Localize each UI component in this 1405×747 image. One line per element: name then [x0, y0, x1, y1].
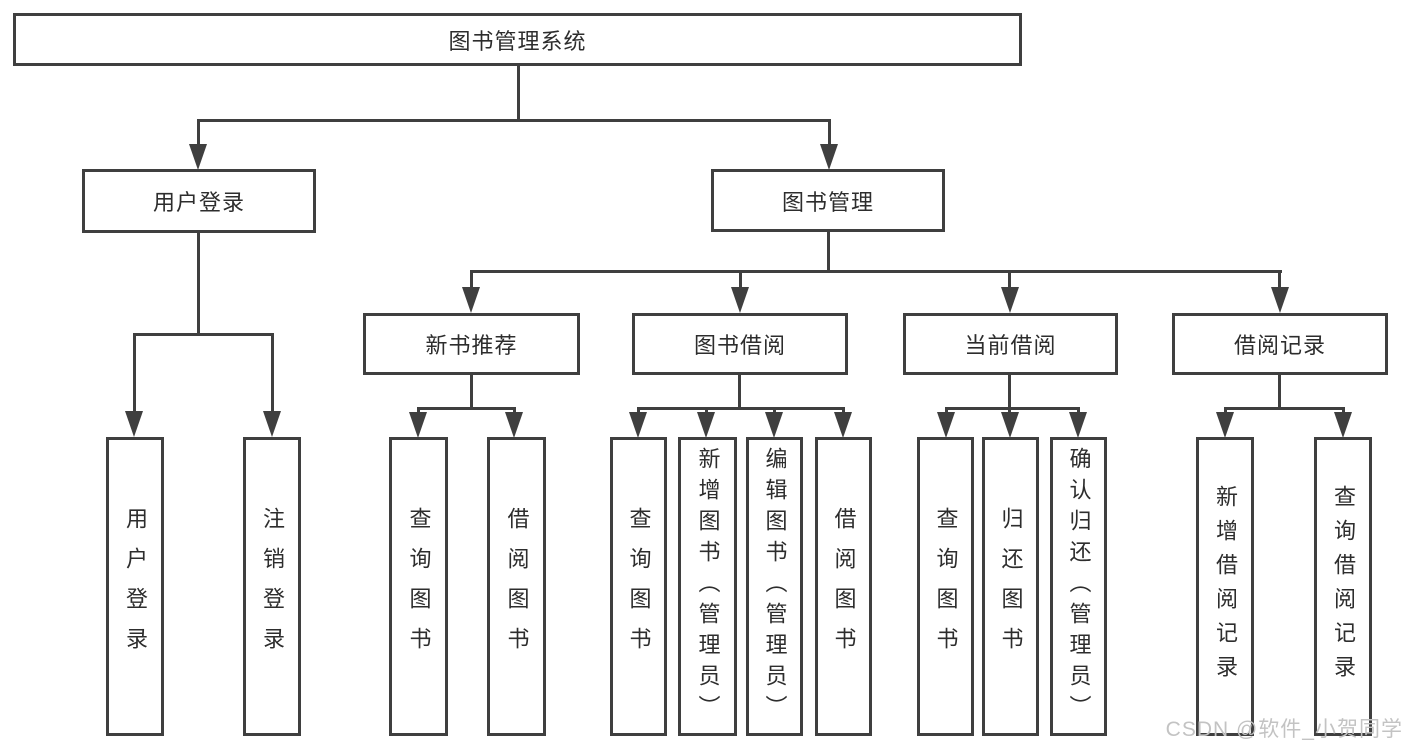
node-new-book-recommendation: 新书推荐 [363, 313, 580, 375]
leaf-nb-query-books-label: 查询图书 [406, 506, 432, 667]
arrow-to-bb-borrow [834, 412, 852, 438]
connector-new-book-drop-2 [513, 407, 516, 414]
connector-book-mgmt-bar [470, 270, 1282, 273]
arrow-to-book-borrow [731, 287, 749, 313]
connector-current-drop-3 [1077, 407, 1080, 414]
leaf-cb-return-books: 归还图书 [982, 437, 1039, 736]
connector-records-drop-2 [1342, 407, 1345, 414]
node-book-management-label: 图书管理 [781, 189, 874, 215]
arrow-to-bb-add [697, 412, 715, 438]
connector-current-drop-2 [1008, 407, 1011, 414]
connector-new-book-bar [417, 407, 515, 410]
connector-current-bar [945, 407, 1079, 410]
node-new-book-label: 新书推荐 [425, 333, 518, 358]
connector-current-stem [1008, 373, 1011, 410]
node-book-borrowing-label: 图书借阅 [693, 333, 786, 358]
leaf-bb-borrow-books: 借阅图书 [815, 437, 872, 736]
connector-root-right-drop [828, 119, 831, 147]
connector-user-login-drop-1 [133, 333, 136, 413]
connector-book-mgmt-drop-4 [1278, 270, 1281, 290]
node-current-borrowing-label: 当前借阅 [964, 333, 1057, 358]
arrow-to-borrow-records [1271, 287, 1289, 313]
leaf-bb-edit-books-admin-label: 编辑图书（管理员） [762, 447, 788, 726]
arrow-to-user-login [189, 144, 207, 170]
node-borrowing-records-label: 借阅记录 [1233, 333, 1326, 358]
connector-borrow-drop-3 [773, 407, 776, 414]
connector-root-left-drop [197, 119, 200, 147]
connector-root-stem [517, 64, 520, 122]
leaf-cb-query-books: 查询图书 [917, 437, 974, 736]
node-root: 图书管理系统 [13, 13, 1022, 66]
connector-borrow-stem [738, 373, 741, 410]
leaf-bb-borrow-books-label: 借阅图书 [831, 506, 857, 667]
arrow-to-nb-query [409, 412, 427, 438]
connector-records-drop-1 [1224, 407, 1227, 414]
leaf-user-login-label: 用户登录 [123, 506, 148, 667]
connector-records-bar [1224, 407, 1344, 410]
node-root-label: 图书管理系统 [448, 28, 587, 54]
arrow-to-nb-borrow [505, 412, 523, 438]
arrow-to-new-book [462, 287, 480, 313]
leaf-bb-query-books: 查询图书 [610, 437, 667, 736]
leaf-br-add-record-label: 新增借阅记录 [1213, 484, 1238, 689]
connector-user-login-stem [197, 231, 200, 336]
leaf-cb-confirm-return-admin: 确认归还（管理员） [1050, 437, 1107, 736]
arrow-to-leaf-user-login [125, 411, 143, 437]
leaf-br-query-record-label: 查询借阅记录 [1331, 484, 1356, 689]
leaf-bb-add-books-admin: 新增图书（管理员） [678, 437, 737, 736]
connector-book-mgmt-drop-1 [470, 270, 473, 290]
connector-book-mgmt-drop-3 [1008, 270, 1011, 290]
leaf-cb-return-books-label: 归还图书 [998, 506, 1024, 667]
connector-borrow-bar [637, 407, 844, 410]
arrow-to-bb-edit [765, 412, 783, 438]
connector-borrow-drop-1 [637, 407, 640, 414]
node-user-login: 用户登录 [82, 169, 316, 233]
leaf-nb-query-books: 查询图书 [389, 437, 448, 736]
connector-current-drop-1 [945, 407, 948, 414]
connector-book-mgmt-stem [827, 230, 830, 273]
arrow-to-br-add [1216, 412, 1234, 438]
leaf-bb-add-books-admin-label: 新增图书（管理员） [695, 447, 721, 726]
arrow-to-current-borrow [1001, 287, 1019, 313]
arrow-to-br-query [1334, 412, 1352, 438]
leaf-bb-query-books-label: 查询图书 [626, 506, 652, 667]
leaf-logout: 注销登录 [243, 437, 301, 736]
connector-borrow-drop-2 [705, 407, 708, 414]
connector-borrow-drop-4 [842, 407, 845, 414]
watermark: CSDN @软件_小贺同学 [1165, 718, 1403, 741]
connector-new-book-drop-1 [417, 407, 420, 414]
leaf-br-add-record: 新增借阅记录 [1196, 437, 1254, 736]
leaf-user-login: 用户登录 [106, 437, 164, 736]
connector-book-mgmt-drop-2 [739, 270, 742, 290]
leaf-br-query-record: 查询借阅记录 [1314, 437, 1372, 736]
arrow-to-cb-confirm [1069, 412, 1087, 438]
arrow-to-book-management [820, 144, 838, 170]
arrow-to-cb-return [1001, 412, 1019, 438]
leaf-cb-confirm-return-admin-label: 确认归还（管理员） [1066, 447, 1092, 726]
leaf-bb-edit-books-admin: 编辑图书（管理员） [746, 437, 803, 736]
leaf-nb-borrow-books-label: 借阅图书 [504, 506, 530, 667]
node-book-borrowing: 图书借阅 [632, 313, 848, 375]
connector-user-login-bar [133, 333, 274, 336]
arrow-to-bb-query [629, 412, 647, 438]
connector-user-login-drop-2 [271, 333, 274, 413]
arrow-to-cb-query [937, 412, 955, 438]
connector-root-bar [197, 119, 831, 122]
node-borrowing-records: 借阅记录 [1172, 313, 1388, 375]
leaf-nb-borrow-books: 借阅图书 [487, 437, 546, 736]
leaf-cb-query-books-label: 查询图书 [933, 506, 959, 667]
leaf-logout-label: 注销登录 [260, 506, 285, 667]
connector-records-stem [1278, 373, 1281, 410]
node-current-borrowing: 当前借阅 [903, 313, 1118, 375]
node-book-management: 图书管理 [711, 169, 945, 232]
connector-new-book-stem [470, 373, 473, 410]
arrow-to-leaf-logout [263, 411, 281, 437]
node-user-login-label: 用户登录 [152, 190, 245, 215]
